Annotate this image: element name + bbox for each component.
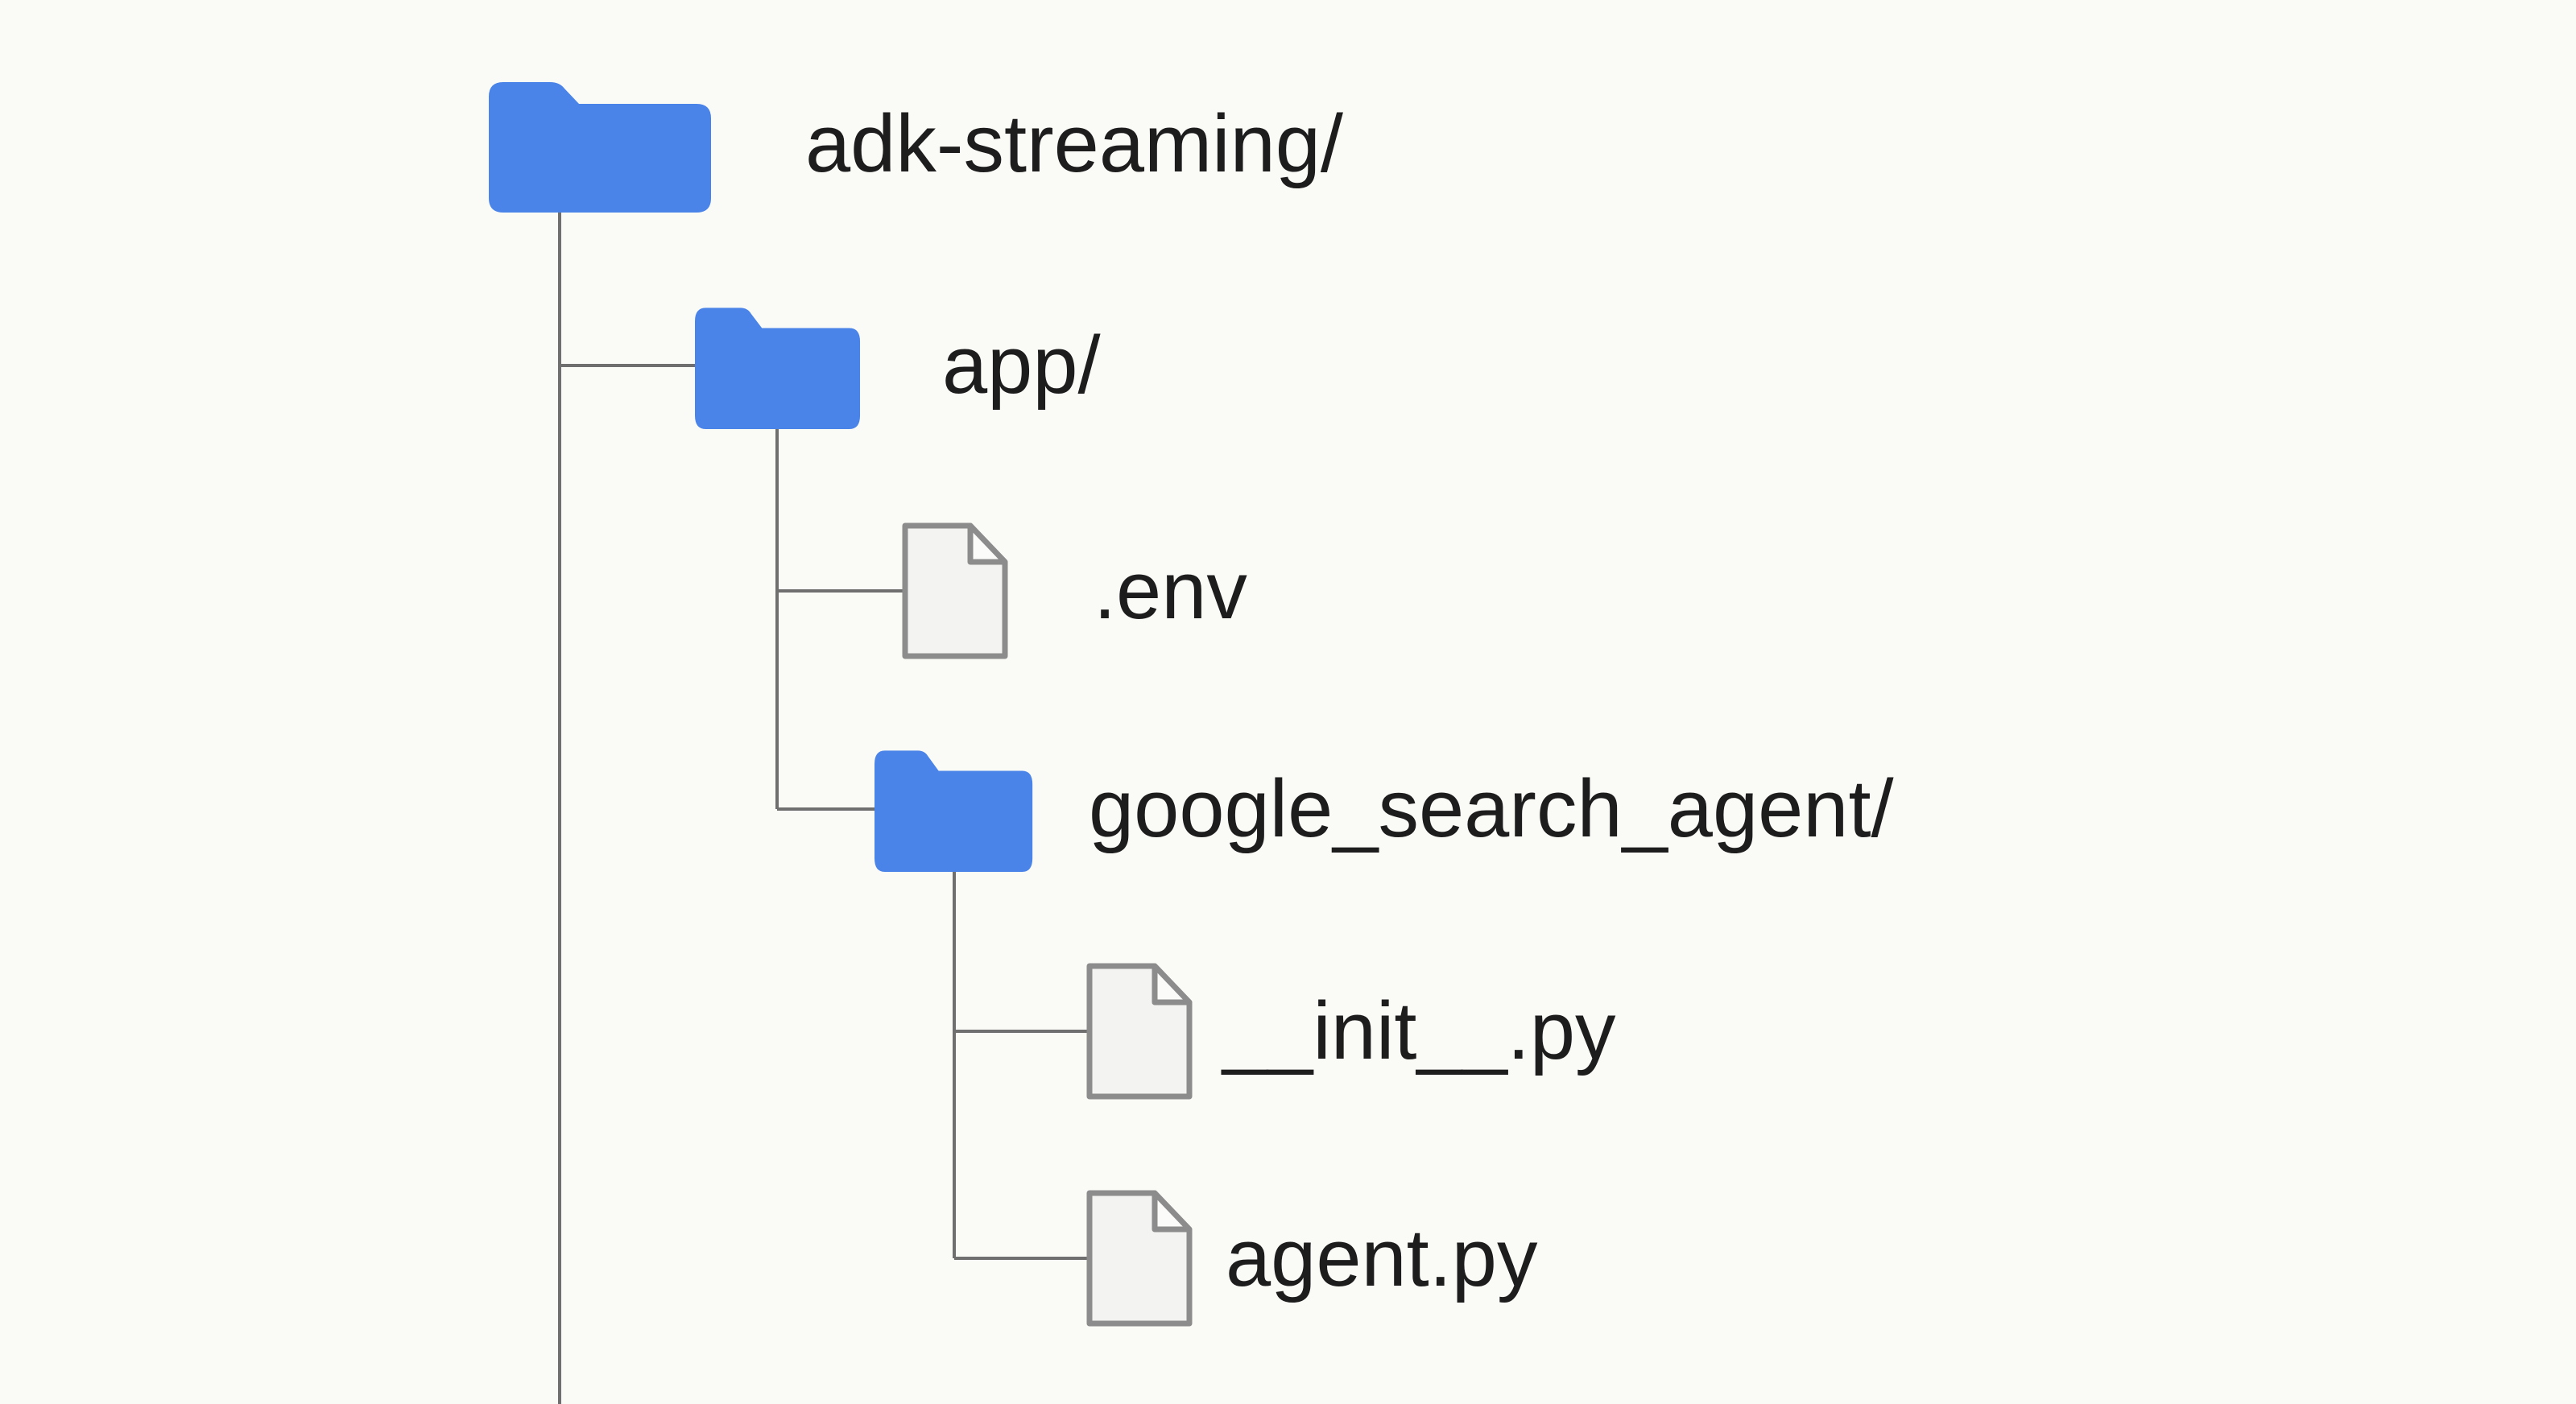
- tree-node-label-env: .env: [1094, 546, 1247, 636]
- folder-icon: [875, 750, 1033, 872]
- tree-node-label-adk-streaming: adk-streaming/: [805, 99, 1343, 189]
- tree-node-label-init-py: __init__.py: [1222, 986, 1616, 1076]
- file-icon: [1086, 1190, 1193, 1327]
- file-icon: [1086, 963, 1193, 1100]
- tree-node-label-agent-py: agent.py: [1226, 1213, 1538, 1303]
- folder-icon: [489, 82, 711, 213]
- folder-icon: [695, 308, 861, 429]
- tree-node-label-google-search-agent: google_search_agent/: [1089, 764, 1894, 854]
- file-icon: [902, 522, 1008, 659]
- tree-node-label-app: app/: [942, 320, 1101, 411]
